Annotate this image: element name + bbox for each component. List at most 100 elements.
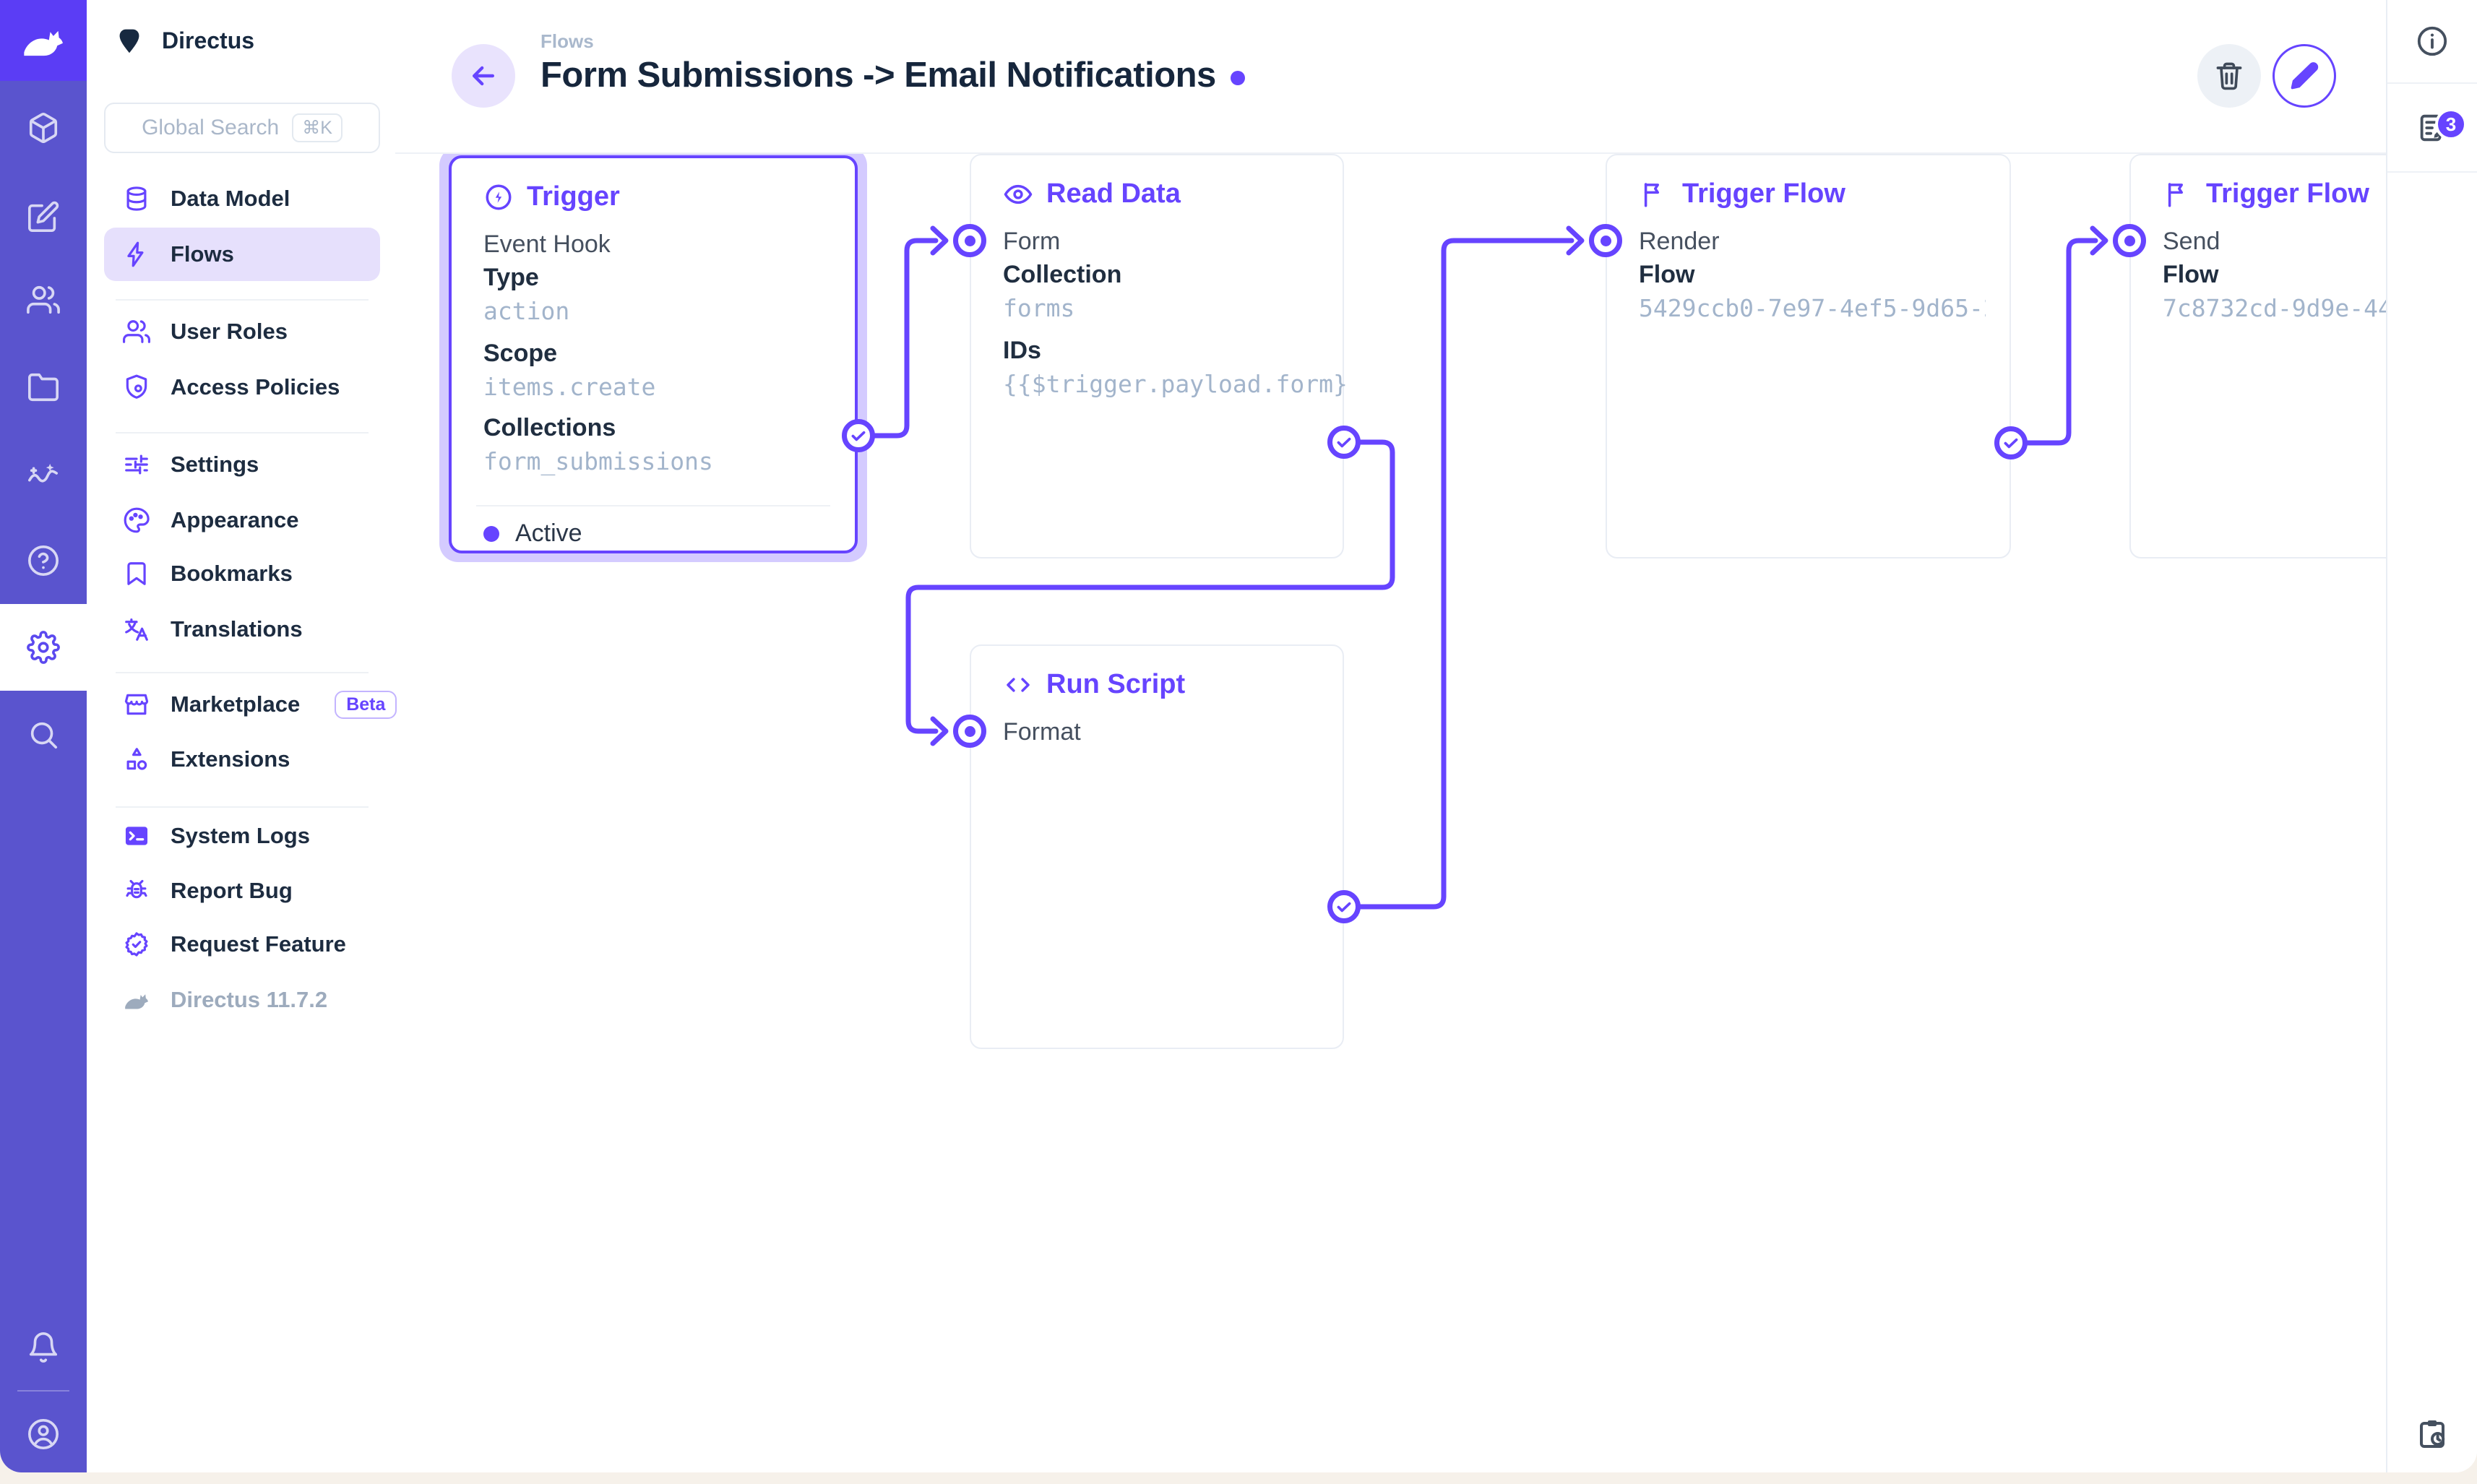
sidebar-item-appearance[interactable]: Appearance bbox=[104, 493, 380, 547]
logs-panel-toggle[interactable]: 3 bbox=[2387, 84, 2477, 173]
trigger-flow-1-flow-value: 5429ccb0-7e97-4ef5-9d65-2b… bbox=[1639, 294, 1986, 322]
trigger-flow-2-input-port[interactable] bbox=[2113, 224, 2146, 257]
trigger-output-port[interactable] bbox=[842, 419, 875, 452]
trigger-field-scope-label: Scope bbox=[483, 340, 558, 367]
sliders-icon bbox=[125, 454, 148, 475]
storefront-icon bbox=[124, 694, 149, 715]
arrow-triggerflow1-in bbox=[1566, 225, 1585, 256]
module-help[interactable] bbox=[0, 521, 87, 600]
pencil-icon bbox=[2291, 62, 2319, 90]
trigger-flow-1-input-port[interactable] bbox=[1589, 224, 1622, 257]
extensions-shapes-icon bbox=[126, 748, 147, 770]
module-users[interactable] bbox=[0, 260, 87, 340]
sidebar-item-label: Marketplace bbox=[171, 691, 301, 717]
check-icon bbox=[1337, 902, 1351, 913]
page-header: Flows Form Submissions -> Email Notifica… bbox=[395, 0, 2386, 154]
trigger-field-collections-value: form_submissions bbox=[483, 447, 713, 475]
delete-flow-button[interactable] bbox=[2197, 44, 2261, 108]
module-editor[interactable] bbox=[0, 177, 87, 256]
sidebar-item-label: Flows bbox=[171, 241, 234, 267]
flow-node-trigger-flow-render[interactable]: Trigger Flow Render Flow 5429ccb0-7e97-4… bbox=[1606, 154, 2011, 558]
sidebar-item-system-logs[interactable]: System Logs bbox=[104, 809, 380, 863]
sidebar-item-label: Extensions bbox=[171, 746, 290, 772]
flow-node-run-script[interactable]: Run Script Format bbox=[970, 644, 1344, 1049]
read-data-output-port[interactable] bbox=[1327, 426, 1361, 459]
directus-rabbit-small-icon bbox=[125, 994, 148, 1009]
trigger-flow-2-node-title-label: Trigger Flow bbox=[2206, 178, 2369, 209]
gear-icon bbox=[27, 631, 60, 664]
module-bar bbox=[0, 0, 87, 1472]
edit-flow-button[interactable] bbox=[2273, 44, 2336, 108]
sidebar-item-access-policies[interactable]: Access Policies bbox=[104, 361, 380, 414]
right-utility-panel: 3 bbox=[2386, 0, 2477, 1472]
run-script-input-port[interactable] bbox=[953, 715, 986, 748]
sidebar-divider bbox=[116, 432, 369, 433]
trigger-status-label: Active bbox=[515, 519, 582, 547]
trash-icon bbox=[2216, 62, 2242, 90]
account-button[interactable] bbox=[0, 1394, 87, 1472]
directus-logo-button[interactable] bbox=[0, 0, 87, 81]
flow-canvas[interactable]: Trigger Event Hook Type action Scope ite… bbox=[395, 147, 2477, 1472]
edit-square-icon bbox=[28, 201, 59, 232]
directus-rabbit-icon bbox=[24, 30, 63, 56]
bell-icon bbox=[29, 1332, 58, 1363]
info-panel-toggle[interactable] bbox=[2387, 0, 2477, 84]
sidebar-divider bbox=[116, 806, 369, 808]
active-status-dot-icon bbox=[483, 525, 499, 542]
run-script-node-title-label: Run Script bbox=[1046, 669, 1186, 699]
sidebar-item-label: System Logs bbox=[171, 823, 310, 848]
flag-icon bbox=[1644, 182, 1659, 207]
flow-node-read-data[interactable]: Read Data Form Collection forms IDs {{$t… bbox=[970, 154, 1350, 558]
run-script-node-subtitle: Format bbox=[1003, 718, 1081, 746]
sidebar-item-report-bug[interactable]: Report Bug bbox=[104, 864, 380, 918]
search-icon bbox=[30, 722, 58, 749]
flow-color-dot-icon bbox=[1230, 71, 1245, 85]
sidebar-item-request-feature[interactable]: Request Feature bbox=[104, 918, 380, 971]
active-module-highlight bbox=[0, 604, 87, 691]
wire-triggerflow1-to-triggerflow2 bbox=[2022, 238, 2098, 446]
module-bar-divider bbox=[17, 1390, 69, 1392]
sidebar-item-user-roles[interactable]: User Roles bbox=[104, 305, 380, 358]
sidebar-item-translations[interactable]: Translations bbox=[104, 603, 380, 656]
logs-count-badge: 3 bbox=[2435, 108, 2467, 140]
back-button[interactable] bbox=[452, 44, 515, 108]
sidebar-item-bookmarks[interactable]: Bookmarks bbox=[104, 547, 380, 600]
read-data-input-port[interactable] bbox=[953, 224, 986, 257]
notifications-button[interactable] bbox=[0, 1308, 87, 1387]
sidebar-item-extensions[interactable]: Extensions bbox=[104, 733, 380, 786]
trigger-flow-1-output-port[interactable] bbox=[1994, 426, 2028, 460]
sidebar-item-marketplace[interactable]: Marketplace Beta bbox=[104, 678, 397, 731]
project-shield-icon bbox=[119, 29, 139, 53]
port-dot-icon bbox=[1600, 235, 1611, 246]
module-files[interactable] bbox=[0, 348, 87, 427]
sidebar-item-flows[interactable]: Flows bbox=[104, 228, 380, 281]
clipboard-clock-icon bbox=[2420, 1420, 2445, 1448]
read-data-collection-label: Collection bbox=[1003, 261, 1122, 288]
sidebar-item-settings[interactable]: Settings bbox=[104, 438, 380, 491]
sidebar-item-data-model[interactable]: Data Model bbox=[104, 172, 380, 225]
breadcrumb[interactable]: Flows bbox=[540, 30, 594, 52]
check-icon bbox=[1337, 437, 1351, 448]
trigger-flow-2-flow-label: Flow bbox=[2163, 261, 2219, 288]
project-header[interactable]: Directus bbox=[87, 0, 395, 81]
terminal-icon bbox=[125, 827, 148, 845]
bug-icon bbox=[126, 879, 147, 899]
pending-revisions-button[interactable] bbox=[2387, 1416, 2477, 1451]
trigger-node-title: Trigger bbox=[483, 181, 620, 212]
run-script-output-port[interactable] bbox=[1327, 890, 1361, 923]
user-roles-icon bbox=[123, 320, 150, 343]
read-data-ids-value: {{$trigger.payload.form}} bbox=[1003, 370, 1350, 398]
module-settings[interactable] bbox=[0, 608, 87, 687]
sidebar-item-label: Bookmarks bbox=[171, 561, 293, 586]
sidebar-item-label: Report Bug bbox=[171, 878, 293, 903]
module-insights[interactable] bbox=[0, 434, 87, 514]
sidebar-item-label: Request Feature bbox=[171, 931, 346, 957]
flow-node-trigger[interactable]: Trigger Event Hook Type action Scope ite… bbox=[449, 155, 858, 553]
beta-badge: Beta bbox=[335, 690, 397, 719]
port-dot-icon bbox=[964, 235, 975, 246]
module-search[interactable] bbox=[0, 695, 87, 775]
global-search-input[interactable]: Global Search ⌘K bbox=[104, 103, 380, 153]
module-content[interactable] bbox=[0, 88, 87, 168]
wire-readdata-to-runscript bbox=[905, 439, 1395, 734]
